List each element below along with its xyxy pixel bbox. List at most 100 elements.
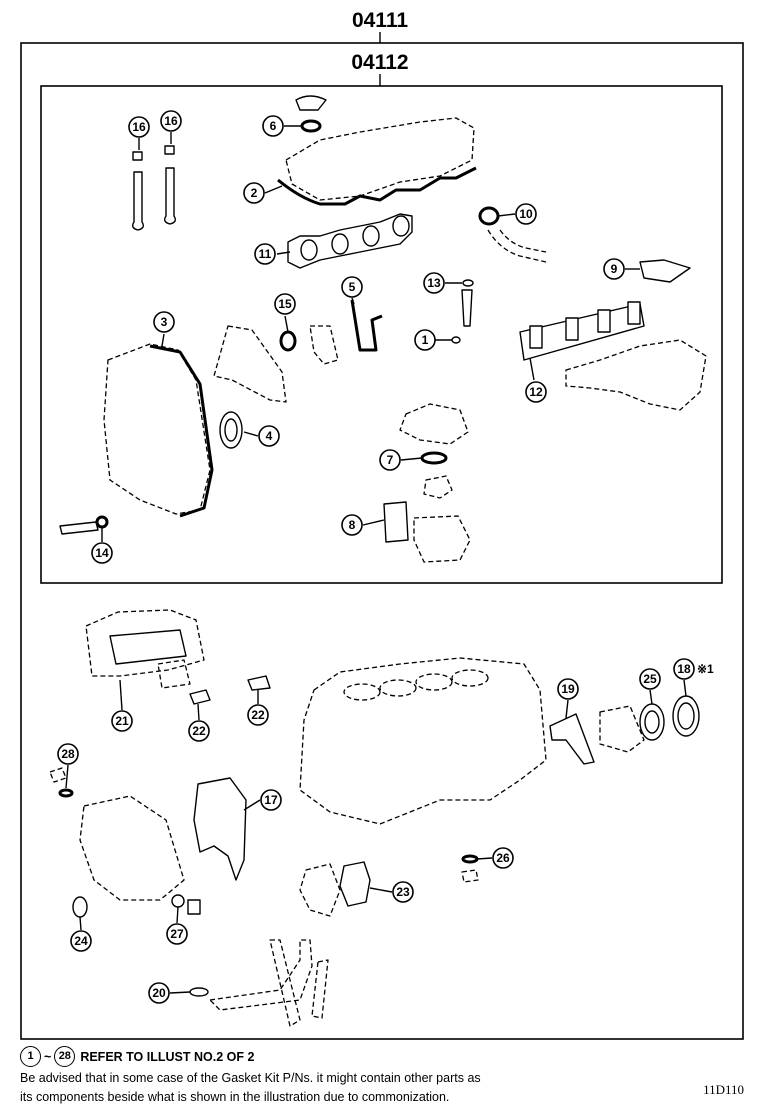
svg-text:6: 6 (270, 119, 277, 133)
oil-seal-25 (639, 703, 665, 741)
kit-code-outer: 04111 (352, 9, 408, 32)
callout: 5 (341, 276, 363, 298)
water-pump-gasket-7 (399, 403, 469, 499)
callout: 28 (57, 743, 79, 765)
svg-text:13: 13 (427, 276, 441, 290)
callout: 21 (111, 710, 133, 732)
svg-text:22: 22 (192, 724, 206, 738)
figure-code: 11D110 (703, 1082, 744, 1097)
svg-text:24: 24 (74, 934, 88, 948)
callout: 13 (423, 272, 445, 294)
svg-text:4: 4 (266, 429, 273, 443)
svg-text:3: 3 (161, 315, 168, 329)
svg-text:10: 10 (519, 207, 533, 221)
pipe-bracket-5 (350, 299, 383, 352)
callout: 14 (91, 542, 113, 564)
callout: 1 (414, 329, 436, 351)
callout: 19 (557, 678, 579, 700)
svg-text:25: 25 (643, 672, 657, 686)
oil-seal-18 (672, 695, 700, 737)
ref-tilde: ~ (44, 1049, 52, 1064)
bracket-small (309, 325, 339, 365)
intake-manifold-gasket (519, 301, 707, 411)
svg-text:14: 14 (95, 546, 109, 560)
valve-stem-seals (131, 145, 177, 231)
ref-text: REFER TO ILLUST NO.2 OF 2 (80, 1049, 255, 1064)
svg-text:18: 18 (677, 662, 691, 676)
kit-code-inner: 04112 (351, 51, 408, 74)
svg-text:16: 16 (164, 114, 178, 128)
svg-text:7: 7 (387, 453, 394, 467)
o-ring-26 (461, 854, 479, 883)
svg-text:1: 1 (422, 333, 429, 347)
svg-text:5: 5 (349, 280, 356, 294)
callout: 18 (673, 658, 695, 680)
callout: 16 (128, 116, 150, 138)
svg-text:20: 20 (152, 986, 166, 1000)
oil-seal-retainer (599, 705, 645, 753)
callout: 9 (603, 258, 625, 280)
callout: 16 (160, 110, 182, 132)
svg-text:17: 17 (264, 793, 278, 807)
svg-text:27: 27 (170, 927, 184, 941)
callout-18-mark: ※1 (697, 662, 714, 676)
callout: 23 (392, 881, 414, 903)
ref-end-marker: 28 (54, 1046, 76, 1067)
o-ring-28 (49, 767, 74, 798)
cover-plate (213, 325, 287, 403)
callout: 2 (243, 182, 265, 204)
svg-text:15: 15 (278, 297, 292, 311)
flange-22b (247, 675, 271, 691)
cylinder-bores (343, 669, 489, 701)
callout: 24 (70, 930, 92, 952)
callout: 25 (639, 668, 661, 690)
svg-text:26: 26 (496, 851, 510, 865)
callout: 8 (341, 514, 363, 536)
svg-text:11: 11 (259, 247, 272, 261)
oil-pump-gasket-23 (299, 861, 371, 917)
svg-text:8: 8 (349, 518, 356, 532)
seal-27 (171, 894, 201, 915)
gasket-8 (383, 501, 471, 563)
callout: 22 (188, 720, 210, 742)
inner-kit-frame (40, 85, 723, 584)
timing-cover-gasket (103, 343, 214, 518)
callout: 10 (515, 203, 537, 225)
oil-seal-24 (72, 896, 88, 918)
svg-text:2: 2 (251, 186, 258, 200)
callout: 6 (262, 115, 284, 137)
callout: 17 (260, 789, 282, 811)
injector-seals (451, 279, 474, 344)
svg-text:28: 28 (61, 747, 75, 761)
oil-seal-4 (219, 411, 243, 449)
callout: 4 (258, 425, 280, 447)
leader-lines (65, 125, 687, 994)
exhaust-manifold-gasket (287, 213, 413, 269)
callout: 20 (148, 982, 170, 1004)
reference-note: 1 ~ 28 REFER TO ILLUST NO.2 OF 2 (20, 1046, 254, 1067)
cylinder-head-cover-gasket (277, 95, 477, 206)
svg-text:16: 16 (132, 120, 146, 134)
outer-kit-frame (20, 42, 744, 1040)
oil-strainer-pipe-20 (189, 939, 329, 1027)
timing-chain-cover-gasket-21 (85, 609, 205, 689)
oil-seal-15 (279, 330, 297, 352)
callout: 15 (274, 293, 296, 315)
timing-case (79, 795, 185, 901)
svg-text:19: 19 (561, 682, 575, 696)
advisory-note-line-2: its components beside what is shown in t… (20, 1090, 450, 1104)
svg-text:21: 21 (115, 714, 129, 728)
svg-text:23: 23 (396, 885, 410, 899)
callout: 27 (166, 923, 188, 945)
callout: 26 (492, 847, 514, 869)
bolt-14 (59, 515, 109, 535)
rear-plate-19 (549, 713, 595, 765)
callout: 22 (247, 704, 269, 726)
svg-text:9: 9 (611, 262, 618, 276)
callout: 12 (525, 381, 547, 403)
callout: 11 (254, 243, 276, 265)
timing-gear-case-gasket-17 (193, 777, 247, 881)
advisory-note-line-1: Be advised that in some case of the Gask… (20, 1071, 481, 1085)
flange-22a (189, 689, 211, 705)
